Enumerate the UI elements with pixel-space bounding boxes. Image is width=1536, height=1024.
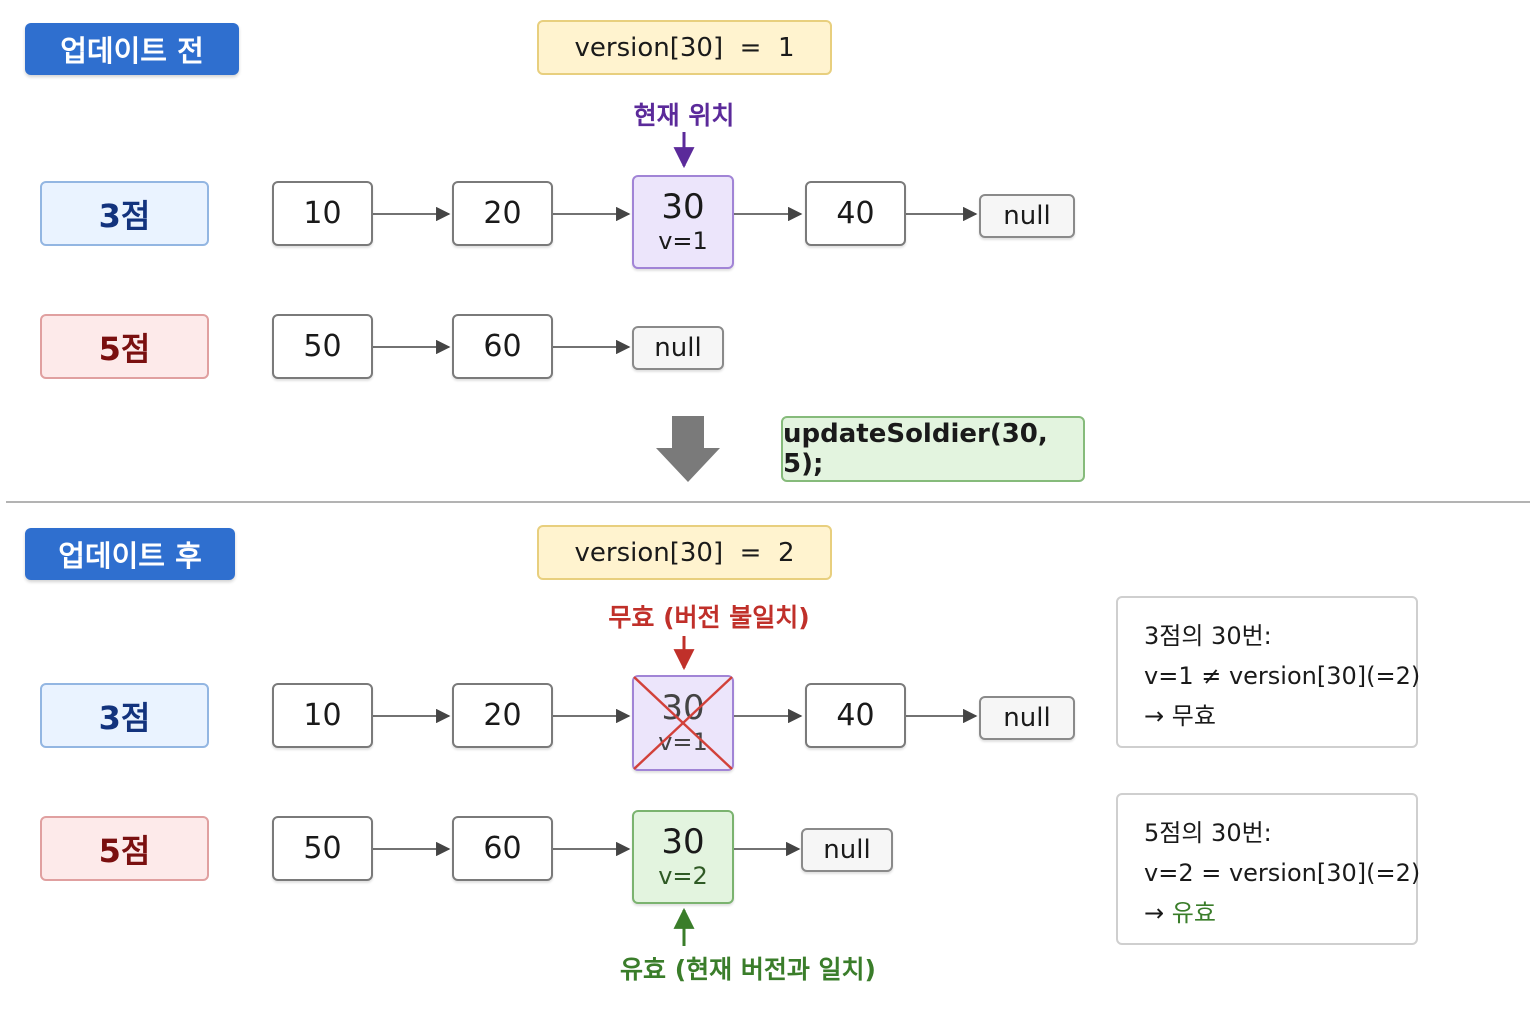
cross-out-icon: [633, 676, 733, 770]
right-arrow-icon: →: [1144, 702, 1165, 730]
after-score3-node-10: 10: [272, 683, 373, 748]
before-score3-node-10: 10: [272, 181, 373, 246]
after-score3-label: 3점: [40, 683, 209, 748]
before-score3-node-40: 40: [805, 181, 906, 246]
note-score5: 5점의 30번: v=2 = version[30](=2) → 유효: [1116, 793, 1421, 945]
after-score3-node-40: 40: [805, 683, 906, 748]
node-value: 30: [661, 822, 705, 862]
before-version-box: version[30] = 1: [537, 20, 832, 75]
after-score3-null: null: [979, 696, 1075, 740]
before-score5-null: null: [632, 326, 724, 370]
before-score3-current-node: 30 v=1: [632, 175, 734, 269]
note-result-line: → 무효: [1144, 696, 1416, 736]
invalid-label: 무효 (버전 불일치): [608, 603, 810, 632]
after-score5-node-50: 50: [272, 816, 373, 881]
note-result: 유효: [1171, 899, 1216, 927]
current-position-label: 현재 위치: [633, 101, 735, 130]
note-line: 3점의 30번:: [1144, 622, 1272, 650]
note-line: v=2 = version[30](=2): [1144, 859, 1421, 887]
right-arrow-icon: →: [1144, 899, 1165, 927]
transition-arrow: [656, 416, 720, 482]
before-score3-node-20: 20: [452, 181, 553, 246]
after-score5-node-60: 60: [452, 816, 553, 881]
note-score3: 3점의 30번: v=1 ≠ version[30](=2) → 무효: [1116, 596, 1421, 748]
note-result-line: → 유효: [1144, 893, 1416, 933]
after-score5-label: 5점: [40, 816, 209, 881]
node-value: 30: [661, 187, 705, 227]
node-version: v=1: [658, 728, 708, 756]
node-version: v=2: [658, 862, 708, 890]
after-score3-invalid-node: 30 v=1: [632, 675, 734, 771]
before-score5-label: 5점: [40, 314, 209, 379]
before-score5-node-60: 60: [452, 314, 553, 379]
before-score3-label: 3점: [40, 181, 209, 246]
valid-label: 유효 (현재 버전과 일치): [620, 955, 876, 984]
note-line: 5점의 30번:: [1144, 819, 1272, 847]
update-call-code: updateSoldier(30, 5);: [781, 416, 1085, 482]
before-section-title: 업데이트 전: [25, 23, 239, 75]
after-section-title: 업데이트 후: [25, 528, 235, 580]
after-score3-node-20: 20: [452, 683, 553, 748]
note-result: 무효: [1171, 702, 1216, 730]
node-version: v=1: [658, 227, 708, 255]
before-score3-null: null: [979, 194, 1075, 238]
after-score5-new-node: 30 v=2: [632, 810, 734, 904]
before-score5-node-50: 50: [272, 314, 373, 379]
after-score5-null: null: [801, 828, 893, 872]
note-line: v=1 ≠ version[30](=2): [1144, 662, 1421, 690]
after-version-box: version[30] = 2: [537, 525, 832, 580]
